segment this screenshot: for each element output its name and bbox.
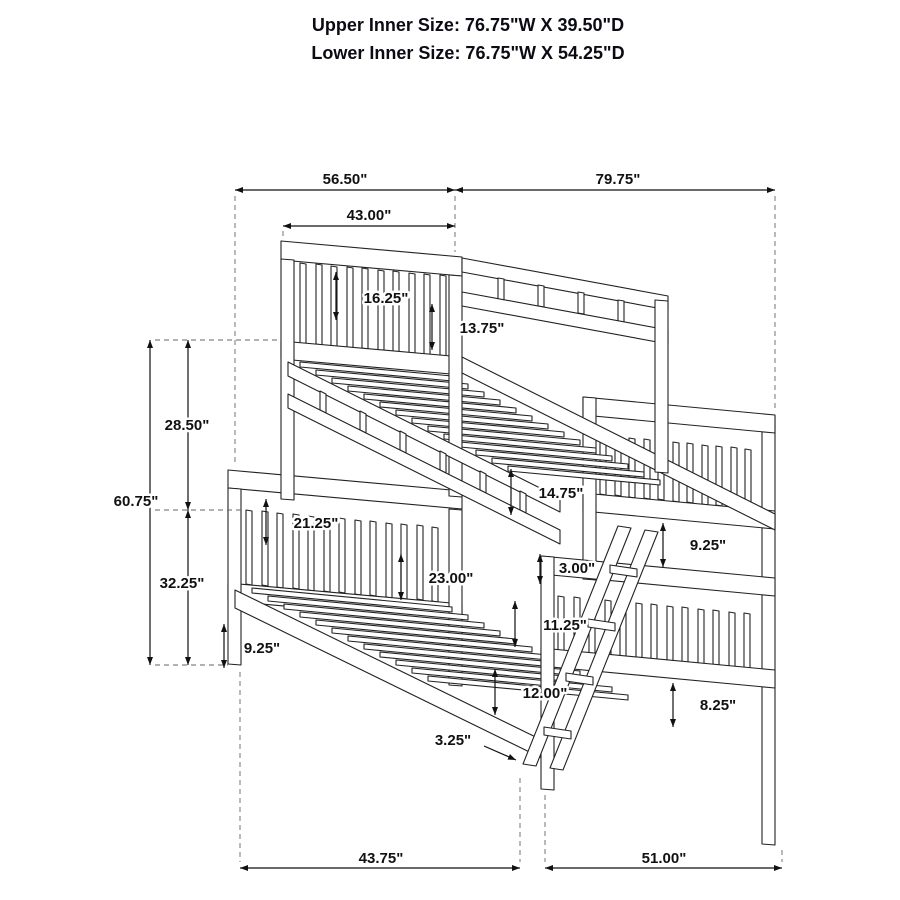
dim-label-32-25: 32.25": [160, 575, 205, 592]
slat: [251, 587, 453, 613]
upper-headboard-front-post: [280, 258, 295, 501]
ladder-right-rail: [549, 529, 659, 771]
front-guard-spindle: [479, 470, 487, 494]
front-guard-board-bottom: [287, 393, 561, 545]
dim-label-43-00: 43.00": [347, 207, 392, 224]
dimension-labels: 56.50" 79.75" 43.00" 16.25" 13.75" 28.50…: [111, 169, 738, 870]
dim-label-3-25: 3.25": [435, 732, 471, 749]
page-title-lower-size: Lower Inner Size: 76.75"W X 54.25"D: [311, 43, 624, 63]
dim-label-60-75: 60.75": [114, 493, 159, 510]
dim-label-9-25-left: 9.25": [244, 640, 280, 657]
dim-label-51-00: 51.00": [642, 850, 687, 867]
front-guard-spindle: [319, 390, 327, 414]
ladder: [522, 525, 659, 771]
upper-front-guard-rail: [287, 361, 561, 545]
lower-platform-slats: [251, 587, 629, 701]
back-guard-spindle: [537, 284, 545, 308]
upper-headboard-top-rail: [280, 240, 463, 277]
title-block: Upper Inner Size: 76.75"W X 39.50"D Lowe…: [311, 15, 624, 63]
upper-headboard-slats: [299, 262, 447, 357]
dim-label-3-00: 3.00": [559, 560, 595, 577]
front-guard-board-top: [287, 361, 561, 513]
dim-label-14-75: 14.75": [539, 485, 584, 502]
upper-bunk: [280, 240, 776, 545]
back-guard-spindle: [497, 277, 505, 301]
front-guard-spindle: [399, 430, 407, 454]
dimension-lines: [147, 187, 782, 871]
footboard-lower-front-post: [540, 555, 555, 791]
lower-headboard-front-post: [227, 487, 242, 666]
dim-label-56-50: 56.50": [323, 171, 368, 188]
footboard-back-post: [761, 414, 776, 846]
ladder-rung: [609, 564, 638, 578]
upper-headboard-back-post: [448, 274, 463, 498]
page-title-upper-size: Upper Inner Size: 76.75"W X 39.50"D: [312, 15, 624, 35]
ladder-rungs: [543, 564, 638, 740]
dim-label-43-75: 43.75": [359, 850, 404, 867]
front-guard-spindle: [519, 490, 527, 514]
upper-headboard: [280, 240, 463, 501]
back-guard-end-post: [654, 299, 669, 474]
dim-label-21-25: 21.25": [294, 515, 339, 532]
upper-back-guard-rail: [461, 257, 669, 474]
front-guard-spindle: [359, 410, 367, 434]
extension-lines: [155, 196, 783, 862]
dim-label-13-75: 13.75": [460, 320, 505, 337]
front-guard-spindle: [439, 450, 447, 474]
slat: [299, 262, 307, 345]
ladder-left-rail: [522, 525, 632, 767]
dim-label-28-50: 28.50": [165, 417, 210, 434]
dim-label-23-00: 23.00": [429, 570, 474, 587]
dim-label-11-25: 11.25": [543, 617, 587, 634]
dim-label-8-25: 8.25": [700, 697, 736, 714]
dim-label-9-25-right: 9.25": [690, 537, 726, 554]
footboard-upper-top-rail: [582, 396, 776, 434]
back-guard-spindle: [577, 291, 585, 315]
back-guard-spindle: [617, 299, 625, 323]
dim-label-79-75: 79.75": [596, 171, 641, 188]
dim-label-12-00: 12.00": [523, 685, 568, 702]
slat: [245, 509, 253, 586]
dim-label-16-25: 16.25": [364, 290, 409, 307]
